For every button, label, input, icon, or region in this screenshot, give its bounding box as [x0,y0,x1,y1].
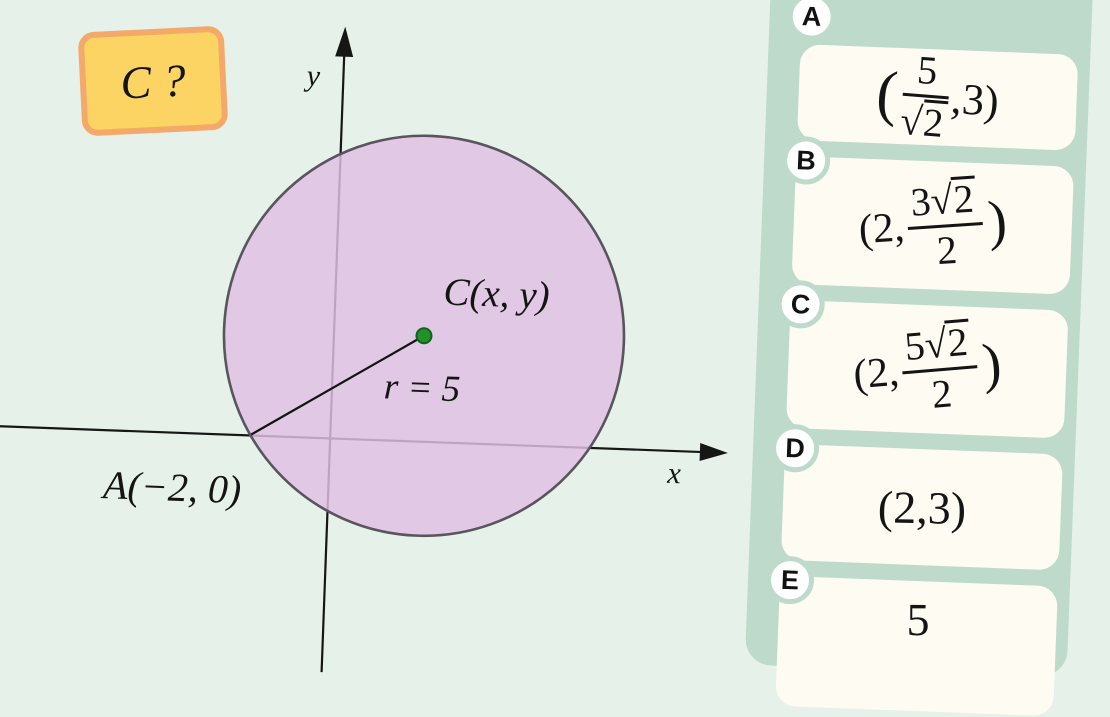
option-b-letter: B [795,144,817,176]
sqrt-radicand: 2 [950,175,978,222]
fraction: 5 √2 [899,47,952,146]
x-axis-label: x [666,457,682,491]
paren-open: ( [874,58,900,129]
option-a-expression: ( 5 √2 ,3) [873,46,1002,149]
answer-option-d[interactable]: D (2,3) [770,423,1064,571]
answer-option-a[interactable]: A ( 5 √2 ,3) [786,0,1079,151]
option-a-badge: A [786,0,837,42]
fraction: 3√2 2 [904,175,986,273]
option-d-expression: (2,3) [877,480,966,535]
radius-line [250,334,425,436]
expression-lead: (2, [857,204,906,254]
option-c-badge: C [775,279,826,330]
sqrt-radicand: 2 [920,99,948,146]
frac-numerator: 5√2 [897,318,978,375]
fraction: 5√2 2 [897,318,982,418]
expression-tail: ,3) [949,74,1001,127]
option-d-badge: D [770,423,820,474]
y-axis-arrow-icon [335,26,354,57]
option-e-letter: E [780,564,800,595]
diagram-scene: y x C(x, y) r = 5 A(−2, 0) [0,26,728,673]
frac-denominator: √2 [899,96,948,146]
option-b-badge: B [781,135,832,186]
expression-text: (2,3) [877,480,967,534]
expression-partial: 5 [906,594,930,646]
answer-option-b[interactable]: B (2, 3√2 2 ) [781,135,1075,295]
diagram-canvas: y x C(x, y) r = 5 A(−2, 0) [0,26,728,673]
option-e-expression: 5 [906,593,929,646]
frac-denominator: 2 [935,226,959,274]
sqrt-radicand: 2 [944,318,973,366]
center-point-dot [415,327,433,345]
option-b-expression: (2, 3√2 2 ) [856,174,1010,277]
answers-panel: A ( 5 √2 ,3) B (2, 3√2 2 ) C (2, [744,0,1094,717]
option-c-letter: C [790,288,811,320]
radius-label: r = 5 [383,366,461,410]
answer-option-c[interactable]: C (2, 5√2 2 ) [775,279,1069,439]
paren-close: ) [979,332,1004,396]
y-axis-label: y [303,59,321,93]
option-c-expression: (2, 5√2 2 ) [850,317,1005,422]
sqrt-sign: √ [929,177,954,224]
frac-denominator: 2 [929,370,954,417]
expression-lead: (2, [851,348,901,399]
center-point-label: C(x, y) [443,270,551,317]
coefficient: 3 [909,178,933,226]
paren-close: ) [985,189,1009,253]
x-axis-arrow-icon [699,442,728,461]
frac-numerator: 5 [902,47,952,100]
point-a-label: A(−2, 0) [99,462,242,512]
option-e-badge: E [765,555,815,606]
frac-numerator: 3√2 [904,175,984,231]
option-d-letter: D [784,432,806,464]
answer-option-e[interactable]: E 5 [765,555,1058,717]
option-a-letter: A [801,0,823,32]
